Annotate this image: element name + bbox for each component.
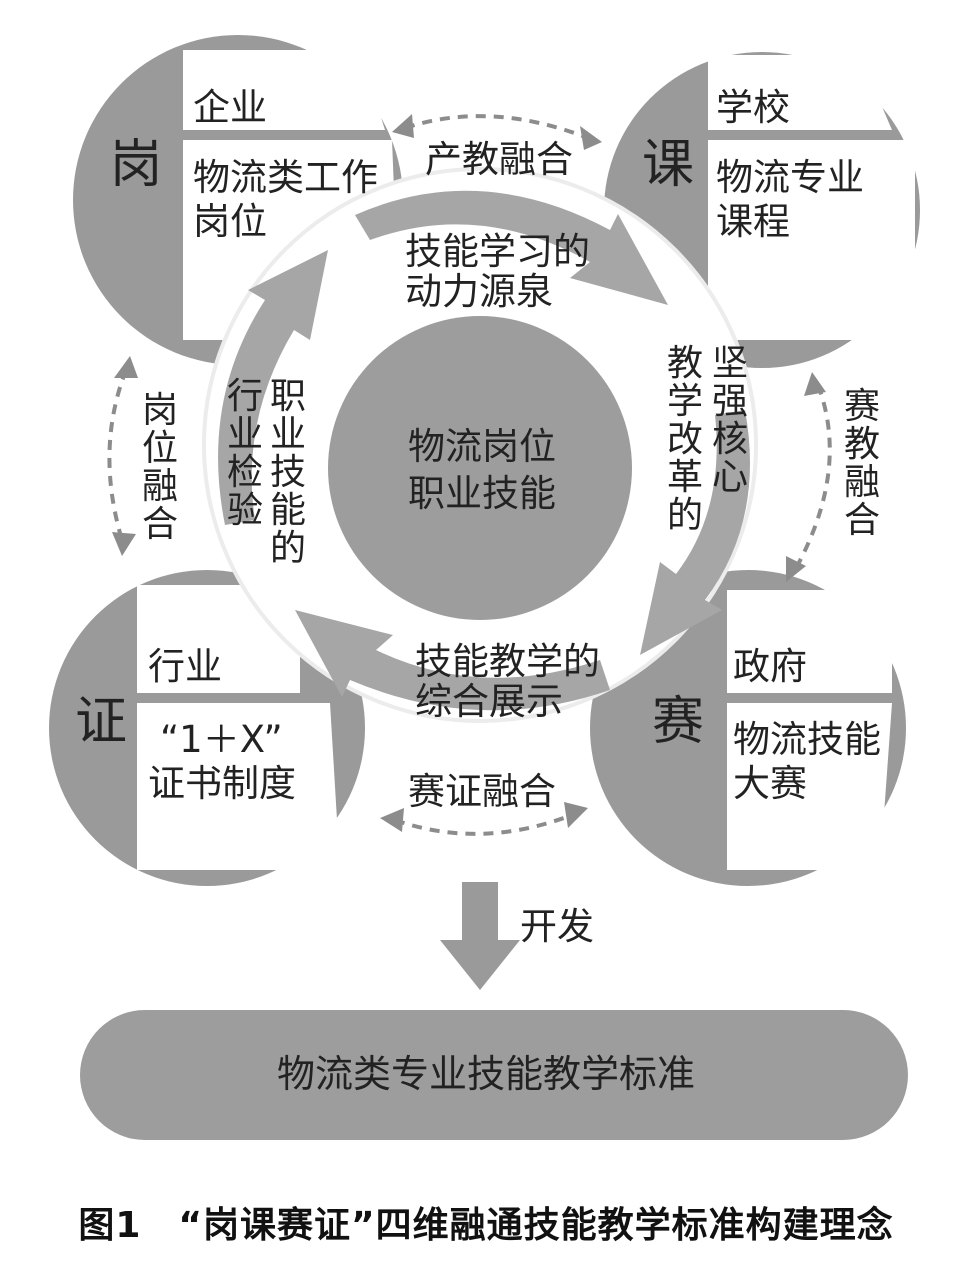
ring-top-line1: 技能学习的 <box>405 230 590 273</box>
node-zheng-symbol: 证 <box>75 692 128 752</box>
link-bottom-label: 赛证融合 <box>408 770 556 813</box>
node-sai-body1: 物流技能 <box>733 718 881 761</box>
node-sai-top: 政府 <box>733 645 807 688</box>
node-sai-symbol: 赛 <box>652 692 705 752</box>
ring-right-col1: 坚强核心 <box>711 343 748 498</box>
ring-right-col2: 教学改革的 <box>666 343 703 536</box>
node-gang-symbol: 岗 <box>110 135 163 195</box>
link-top-label: 产教融合 <box>425 138 573 181</box>
node-gang-top: 企业 <box>193 86 267 129</box>
node-ke-body2: 课程 <box>716 200 790 243</box>
ring-bottom-line1: 技能教学的 <box>415 640 600 683</box>
node-ke-symbol: 课 <box>642 135 695 195</box>
node-sai-body2: 大赛 <box>733 762 807 805</box>
node-zheng-top: 行业 <box>148 645 222 688</box>
node-gang-body2: 岗位 <box>193 200 267 243</box>
node-zheng-body2: 证书制度 <box>148 762 296 805</box>
link-arrowheads <box>112 114 826 832</box>
figure-caption: 图1 “岗课赛证”四维融通技能教学标准构建理念 <box>78 1205 894 1246</box>
core-line2: 职业技能 <box>408 472 556 515</box>
core-circle <box>328 316 632 620</box>
node-zheng-panels <box>137 585 340 870</box>
node-ke-panels <box>708 55 915 340</box>
node-ke-top: 学校 <box>716 86 790 129</box>
standard-label: 物流类专业技能教学标准 <box>276 1052 695 1096</box>
node-zheng-body1: “1＋X” <box>160 718 283 761</box>
ring-arrows <box>218 190 750 711</box>
link-right-label: 赛教融合 <box>843 386 880 541</box>
link-left-label: 岗位融合 <box>141 390 178 545</box>
link-arrows <box>107 114 832 836</box>
node-sai-panels <box>727 590 892 870</box>
core-line1: 物流岗位 <box>408 425 556 468</box>
node-gang-body1: 物流类工作 <box>193 156 378 199</box>
ring-left-col2: 行业检验 <box>226 376 263 531</box>
develop-label: 开发 <box>520 905 594 948</box>
node-ke-body1: 物流专业 <box>716 156 864 199</box>
standard-pill <box>80 1010 908 1140</box>
ring-left-col1: 职业技能的 <box>269 376 306 569</box>
develop-arrow <box>440 882 520 990</box>
ring-bottom-line2: 综合展示 <box>415 680 563 723</box>
ring-top-line2: 动力源泉 <box>405 270 553 313</box>
